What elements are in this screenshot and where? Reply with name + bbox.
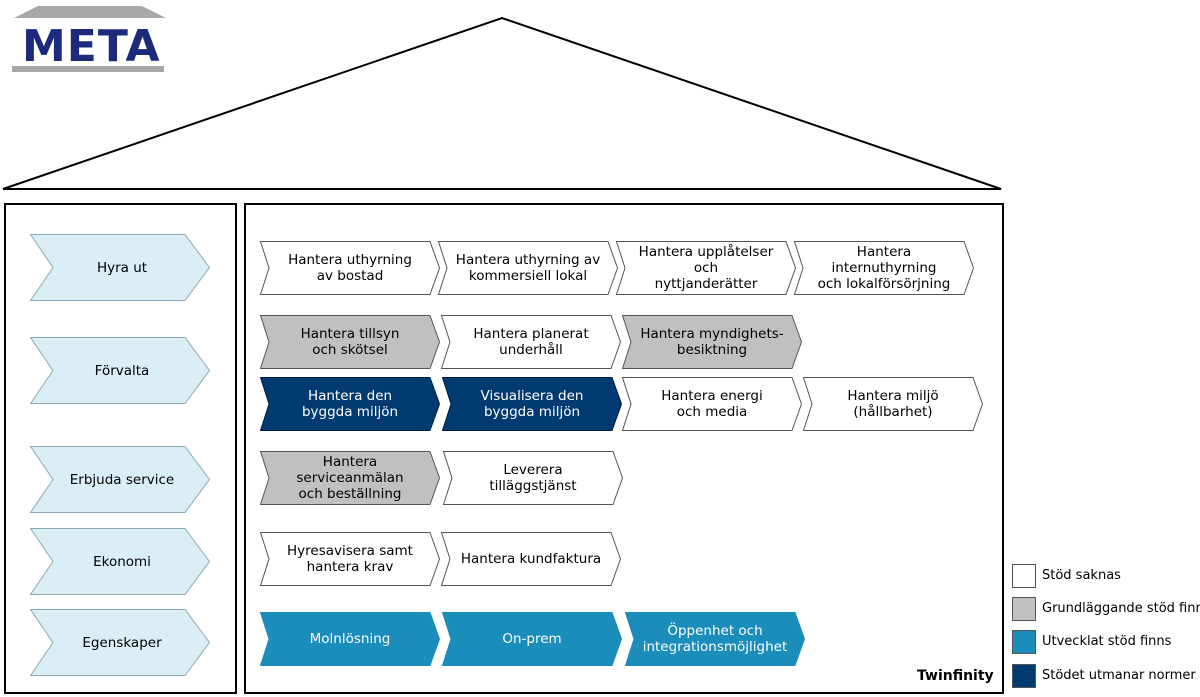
category-label: Egenskaper [82,634,162,651]
process-label: Hantera uthyrning av bostad [288,252,412,284]
category-label: Ekonomi [93,553,151,570]
process-label: Visualisera den byggda miljön [480,388,584,420]
legend-item-basic: Grundläggande stöd finns [1012,597,1200,623]
chevron-shape [440,315,622,369]
legend-swatch [1012,664,1036,688]
process-uthyrning-bostad: Hantera uthyrning av bostad [259,241,441,295]
process-tillsyn-skotsel: Hantera tillsyn och skötsel [259,315,441,369]
process-planerat-underhall: Hantera planerat underhåll [440,315,622,369]
category-label: Hyra ut [96,259,148,276]
legend-item-none: Stöd saknas [1012,564,1197,590]
process-energi-media: Hantera energi och media [621,377,803,431]
category-label: Erbjuda service [69,471,175,488]
chevron-shape [615,241,797,295]
chevron-shape [802,377,984,431]
legend-label: Utvecklat stöd finns [1042,634,1172,649]
legend-item-challenges: Stödet utmanar normer [1012,664,1197,690]
legend-swatch [1012,630,1036,654]
process-uthyrning-kommersiell-lokal: Hantera uthyrning av kommersiell lokal [437,241,619,295]
chevron-shape [29,337,211,404]
chevron-shape [29,446,211,513]
process-label: Hantera uthyrning av kommersiell lokal [455,252,601,284]
process-label: Hantera myndighets- besiktning [640,326,784,358]
process-label: Hantera tillsyn och skötsel [300,326,400,358]
chevron-shape [793,241,975,295]
process-label: Hantera planerat underhåll [473,326,589,358]
logo-roof [14,6,166,18]
category-chevron-erbjuda-service: Erbjuda service [29,446,211,513]
process-myndighetsbesiktning: Hantera myndighets- besiktning [621,315,803,369]
process-miljo-hallbarhet: Hantera miljö (hållbarhet) [802,377,984,431]
chevron-shape [437,241,619,295]
process-molnlosning: Molnlösning [259,612,441,666]
process-label: Leverera tilläggstjänst [489,462,577,494]
category-chevron-egenskaper: Egenskaper [29,609,211,676]
category-chevron-forvalta: Förvalta [29,337,211,404]
logo-graphic [12,6,166,72]
process-label: Öppenhet och integrationsmöjlighet [642,623,788,655]
process-upplatelser: Hantera upplåtelser och nyttjanderätter [615,241,797,295]
legend-swatch [1012,564,1036,588]
chevron-shape [259,241,441,295]
brand-label: Twinfinity [917,668,994,684]
process-kundfaktura: Hantera kundfaktura [440,532,622,586]
legend-swatch [1012,597,1036,621]
meta-logo: META [10,2,170,76]
chevron-shape [621,377,803,431]
category-label: Förvalta [94,362,150,379]
chevron-shape [259,612,441,666]
process-oppenhet-integration: Öppenhet och integrationsmöjlighet [624,612,806,666]
process-visualisera-byggda-miljon: Visualisera den byggda miljön [441,377,623,431]
roof-outline [2,16,1002,190]
chevron-shape [624,612,806,666]
process-byggda-miljon: Hantera den byggda miljön [259,377,441,431]
house-roof [2,16,1002,190]
process-label: On-prem [502,631,562,647]
chevron-shape [29,234,211,301]
chevron-shape [440,532,622,586]
process-label: Hantera miljö (hållbarhet) [847,388,939,420]
process-on-prem: On-prem [441,612,623,666]
chevron-shape [621,315,803,369]
category-chevron-hyra-ut: Hyra ut [29,234,211,301]
process-label: Hantera energi och media [661,388,763,420]
logo-base [12,66,164,72]
process-internuthyrning: Hantera internuthyrning och lokalförsörj… [793,241,975,295]
legend-label: Stöd saknas [1042,568,1121,583]
chevron-shape [441,377,623,431]
process-label: Hyresavisera samt hantera krav [287,543,413,575]
process-label: Hantera internuthyrning och lokalförsörj… [817,244,951,292]
category-chevron-ekonomi: Ekonomi [29,528,211,595]
process-hyresavisera: Hyresavisera samt hantera krav [259,532,441,586]
chevron-shape [259,451,441,505]
logo-text: META [22,21,161,72]
legend-label: Grundläggande stöd finns [1042,601,1200,616]
process-label: Hantera upplåtelser och nyttjanderätter [638,244,774,292]
process-serviceanmalan: Hantera serviceanmälan och beställning [259,451,441,505]
legend-item-developed: Utvecklat stöd finns [1012,630,1197,656]
process-label: Hantera den byggda miljön [301,388,399,420]
chevron-shape [259,532,441,586]
chevron-shape [442,451,624,505]
process-label: Hantera kundfaktura [460,551,602,567]
chevron-shape [259,315,441,369]
chevron-shape [29,528,211,595]
chevron-shape [29,609,211,676]
legend-label: Stödet utmanar normer [1042,668,1196,683]
process-label: Molnlösning [309,631,391,647]
process-tillaggstjanst: Leverera tilläggstjänst [442,451,624,505]
chevron-shape [259,377,441,431]
process-label: Hantera serviceanmälan och beställning [296,454,404,502]
chevron-shape [441,612,623,666]
